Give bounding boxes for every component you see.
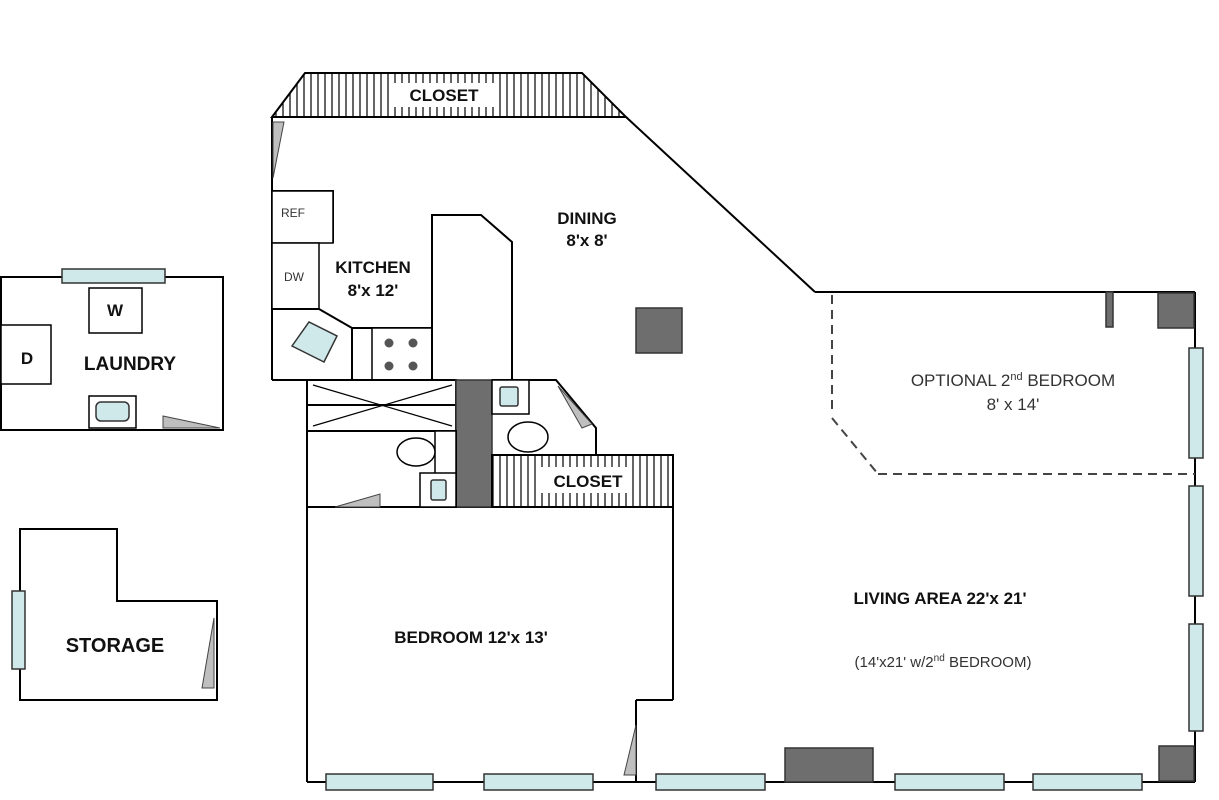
dishwasher xyxy=(271,242,320,310)
window-right-2 xyxy=(1188,485,1204,597)
mid-closet: CLOSET xyxy=(491,454,674,508)
bath-2-door-swing xyxy=(557,385,593,429)
optional-bedroom-size: 8' x 14' xyxy=(987,395,1040,414)
bedroom-label: BEDROOM 12'x 13' xyxy=(394,628,548,647)
laundry-label: LAUNDRY xyxy=(84,354,177,375)
top-closet: CLOSET xyxy=(270,72,629,118)
kitchen: REF DW KITCHEN 8'x 12' xyxy=(271,190,513,381)
window-bottom-4 xyxy=(894,773,1005,791)
window-right-3 xyxy=(1188,623,1204,732)
dryer-label: D xyxy=(21,349,33,368)
bath-2-sink xyxy=(507,421,549,453)
stove xyxy=(371,327,433,381)
living-bottom-corner-column xyxy=(1158,745,1195,782)
dining-door-swing xyxy=(272,121,285,179)
living-area-alt: (14'x21' w/2nd BEDROOM) xyxy=(855,653,1032,671)
window-bottom-2 xyxy=(483,773,594,791)
refrigerator xyxy=(271,190,334,244)
laundry-room: W D LAUNDRY xyxy=(0,268,224,431)
optional-bedroom-label: OPTIONAL 2nd BEDROOM xyxy=(911,371,1115,390)
laundry-door-swing xyxy=(162,415,221,429)
storage-label: STORAGE xyxy=(66,635,165,657)
bedroom-door-swing xyxy=(623,724,637,776)
windows xyxy=(325,347,1204,791)
dryer xyxy=(0,324,52,385)
storage-door-swing xyxy=(201,617,215,689)
window-bottom-1 xyxy=(325,773,434,791)
window-bottom-3 xyxy=(655,773,766,791)
dining-column xyxy=(635,307,683,354)
window-bottom-5 xyxy=(1032,773,1143,791)
ref-label: REF xyxy=(281,206,305,220)
kitchen-sink xyxy=(290,321,339,364)
closet-mid-label: CLOSET xyxy=(554,472,624,491)
washer xyxy=(88,287,143,334)
kitchen-label: KITCHEN xyxy=(335,258,411,277)
storage-room: STORAGE xyxy=(11,528,218,701)
dining-size: 8'x 8' xyxy=(566,231,607,250)
kitchen-size: 8'x 12' xyxy=(348,281,399,300)
window-right-1 xyxy=(1188,347,1204,459)
washer-label: W xyxy=(107,301,124,320)
living-area-label: LIVING AREA 22'x 21' xyxy=(853,589,1026,608)
bath-1-door-swing xyxy=(334,493,381,508)
dining-label: DINING xyxy=(557,209,617,228)
living-corner-column xyxy=(1157,292,1195,329)
optional-bedroom: OPTIONAL 2nd BEDROOM 8' x 14' xyxy=(831,291,1195,475)
bathroom-core xyxy=(306,379,597,508)
dw-label: DW xyxy=(284,270,305,284)
laundry-window xyxy=(61,268,166,284)
fireplace xyxy=(784,747,874,783)
closet-top-label: CLOSET xyxy=(410,86,480,105)
shaft xyxy=(455,379,493,508)
bath-1-sink xyxy=(396,437,436,467)
storage-window xyxy=(11,590,26,670)
